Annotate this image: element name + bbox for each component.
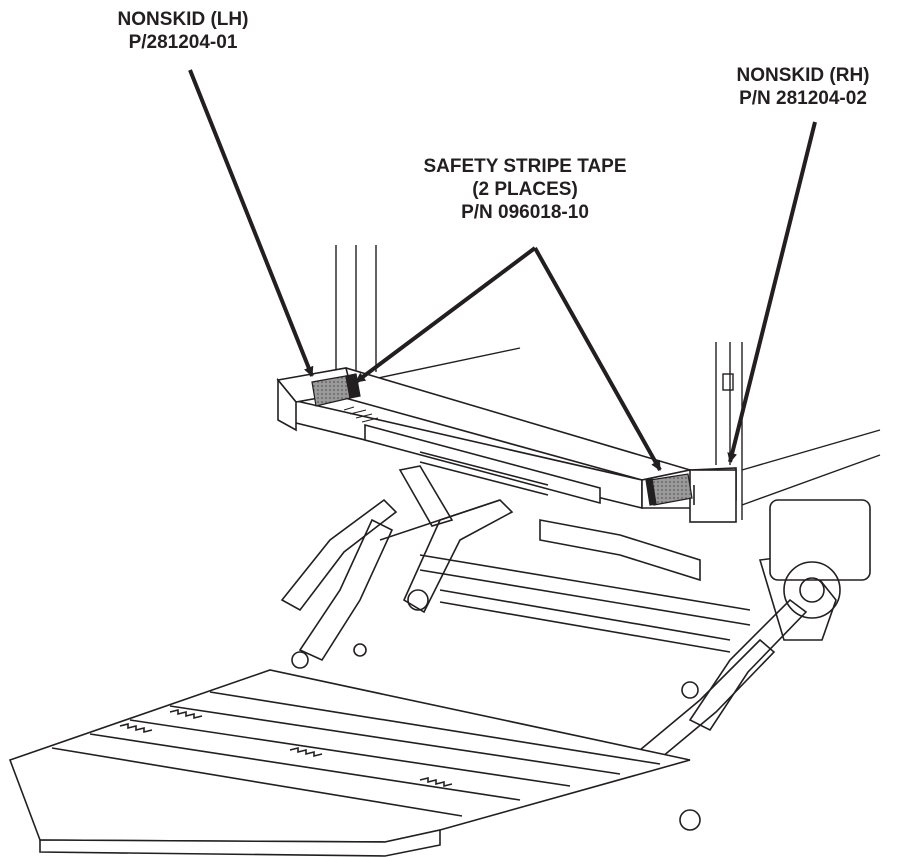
nonskid-pads bbox=[311, 373, 693, 506]
vehicle-body bbox=[335, 245, 881, 520]
safety-stripe-label: SAFETY STRIPE TAPE bbox=[423, 156, 627, 177]
nonskid-rh-part-number: P/N 281204-02 bbox=[739, 88, 867, 109]
tape-arrow-left bbox=[354, 246, 537, 384]
vent-slots bbox=[343, 406, 379, 423]
tape-arrow-right bbox=[533, 247, 662, 471]
safety-stripe-callout: SAFETY STRIPE TAPE (2 PLACES) P/N 096018… bbox=[400, 155, 650, 224]
nonskid-rh-label: NONSKID (RH) bbox=[736, 65, 870, 86]
nonskid-lh-callout: NONSKID (LH) P/281204-01 bbox=[98, 8, 268, 54]
nonskid-lh-part-number: P/281204-01 bbox=[128, 32, 238, 53]
nonskid-lh-label: NONSKID (LH) bbox=[117, 9, 249, 30]
safety-stripe-places: (2 PLACES) bbox=[472, 179, 578, 200]
platform-sill bbox=[276, 367, 737, 523]
nonskid-rh-callout: NONSKID (RH) P/N 281204-02 bbox=[712, 64, 894, 110]
lh-nonskid-arrow bbox=[188, 69, 314, 377]
safety-stripe-part-number: P/N 096018-10 bbox=[461, 202, 589, 223]
platform-deck bbox=[8, 669, 691, 857]
leader-arrows bbox=[188, 69, 817, 471]
lift-arms bbox=[280, 465, 871, 831]
rh-nonskid-arrow bbox=[727, 121, 817, 463]
